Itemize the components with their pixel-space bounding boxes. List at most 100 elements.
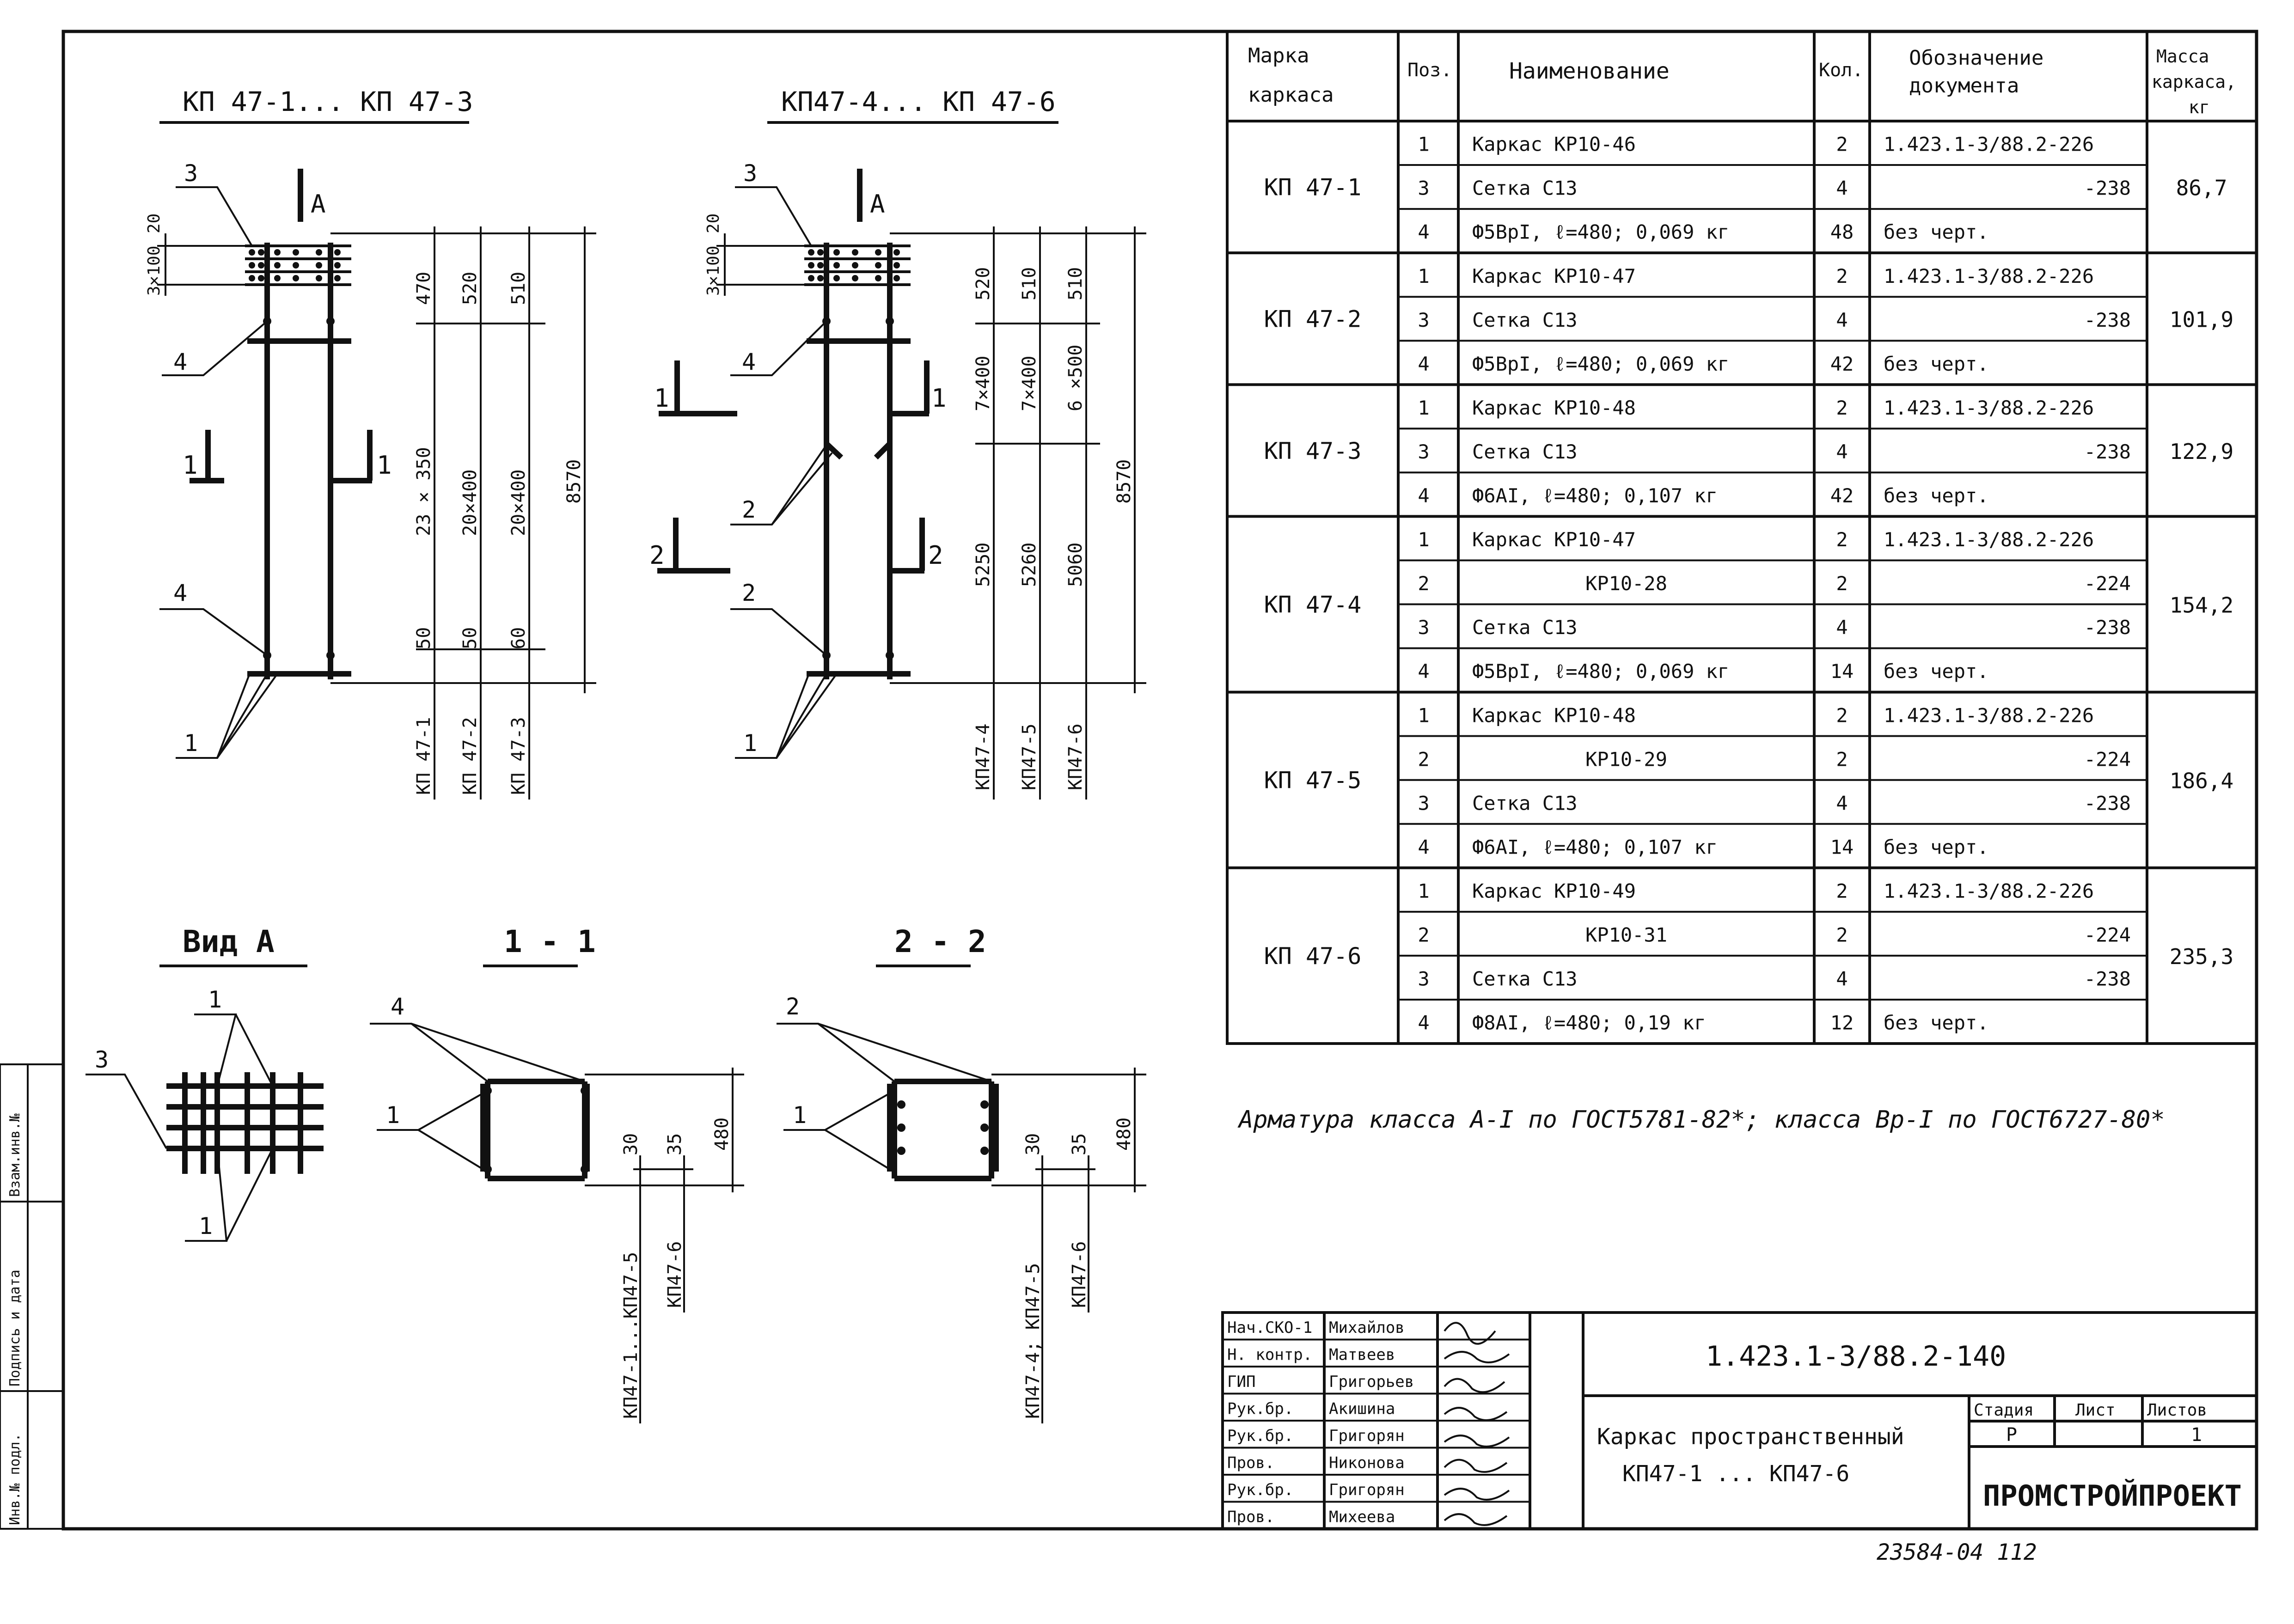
dim-a1-top: 470: [413, 272, 434, 305]
mark-kp47-2: КП 47-2: [459, 717, 481, 795]
spec-kol: 14: [1830, 836, 1854, 858]
spec-doc: без черт.: [1884, 353, 1989, 375]
mark-kp47-4: КП47-4: [973, 724, 994, 791]
stamp-name: Григорян: [1329, 1481, 1405, 1499]
side-stamp-inv: Инв.№ подл.: [7, 1433, 23, 1525]
spec-naim: Сетка С13: [1472, 968, 1578, 990]
spec-doc: -238: [2084, 968, 2131, 990]
dim-a1-mid: 23 × 350: [413, 447, 434, 536]
spec-kol: 4: [1836, 616, 1847, 639]
spec-poz: 3: [1418, 177, 1429, 200]
spec-kol: 2: [1836, 748, 1847, 770]
spec-doc: -238: [2084, 177, 2131, 200]
spec-poz: 1: [1418, 704, 1429, 727]
spec-poz: 3: [1418, 968, 1429, 990]
spec-poz: 2: [1418, 572, 1429, 595]
org-name: ПРОМСТРОЙПРОЕКТ: [1983, 1479, 2242, 1513]
sec2-dim-30: 30: [1022, 1133, 1044, 1155]
spec-doc: 1.423.1-3/88.2-226: [1884, 528, 2094, 551]
mark-kp47-1: КП 47-1: [413, 717, 434, 795]
spec-kol: 4: [1836, 177, 1847, 200]
spec-marka: КП 47-5: [1264, 767, 1362, 794]
elevation-kp47-4-6: КП47-4... КП 47-6 А 20 3×100 3 4 2: [649, 86, 1146, 800]
listov-value: 1: [2191, 1424, 2202, 1446]
spec-doc: -224: [2084, 923, 2131, 946]
spec-naim: Ф5ВрI, ℓ=480; 0,069 кг: [1472, 353, 1729, 375]
th-poz: Поз.: [1407, 60, 1452, 81]
cut-1-left: 1: [183, 451, 198, 480]
spec-marka: КП 47-2: [1264, 306, 1362, 333]
callout-1-b: 1: [743, 730, 757, 757]
dim-b1-top: 520: [973, 267, 994, 300]
doc-code: 1.423.1-3/88.2-140: [1706, 1340, 2006, 1373]
section-1-1: 1 - 1 4 1 30 35 480 КП47-1...КП47-5 КП47…: [370, 924, 744, 1423]
spec-naim: Ф6АI, ℓ=480; 0,107 кг: [1472, 836, 1718, 858]
spec-naim: Ф6АI, ℓ=480; 0,107 кг: [1472, 484, 1718, 507]
dim-a3-mid: 20×400: [508, 470, 529, 537]
spec-poz: 4: [1418, 660, 1429, 683]
spec-naim: Ф5ВрI, ℓ=480; 0,069 кг: [1472, 221, 1729, 244]
callout-1: 1: [184, 730, 198, 757]
stamp-name: Никонова: [1329, 1453, 1405, 1472]
spec-poz: 3: [1418, 792, 1429, 814]
sec1-dim-30: 30: [620, 1133, 642, 1155]
spec-kol: 14: [1830, 660, 1854, 683]
spec-doc: 1.423.1-3/88.2-226: [1884, 397, 2094, 419]
th-kol: Кол.: [1819, 60, 1863, 81]
spec-massa: 186,4: [2170, 769, 2233, 794]
sec2-dim-480: 480: [1113, 1117, 1135, 1151]
spec-kol: 48: [1830, 221, 1854, 244]
dim-a3-top: 510: [508, 272, 529, 305]
spec-doc: -238: [2084, 616, 2131, 639]
spec-poz: 2: [1418, 748, 1429, 770]
top-mesh-b: [804, 244, 911, 286]
spec-table: Марка каркаса Поз. Наименование Кол. Обо…: [1226, 30, 2258, 1045]
spec-doc: без черт.: [1884, 221, 1989, 244]
dim-a2-mid: 20×400: [459, 470, 481, 537]
spec-doc: без черт.: [1884, 1012, 1989, 1034]
spec-naim: Каркас КР10-47: [1472, 265, 1636, 287]
th-massa-3: кг: [2189, 97, 2210, 117]
dim-b3-bot: 5060: [1065, 543, 1086, 587]
spec-marka: КП 47-3: [1264, 438, 1362, 464]
sec1-mark-1: КП47-1...КП47-5: [620, 1252, 642, 1419]
spec-naim: Каркас КР10-48: [1472, 397, 1636, 419]
mark-kp47-5: КП47-5: [1019, 724, 1040, 791]
spec-naim: КР10-31: [1585, 923, 1667, 946]
spec-kol: 2: [1836, 572, 1847, 595]
view-a: Вид А 3 1 1: [86, 924, 324, 1242]
spec-kol: 2: [1836, 397, 1847, 419]
dim-b1-mid: 7×400: [973, 356, 994, 411]
section-1-1-title: 1 - 1: [504, 924, 596, 959]
th-naim: Наименование: [1509, 58, 1670, 84]
marker-a-b: А: [870, 189, 885, 219]
marker-a: А: [311, 189, 326, 219]
elevation-b-title: КП47-4... КП 47-6: [781, 86, 1056, 117]
stamp-name: Григорян: [1329, 1427, 1405, 1445]
spec-doc: без черт.: [1884, 484, 1989, 507]
spec-massa: 154,2: [2170, 593, 2233, 618]
dim-b2-top: 510: [1019, 267, 1040, 300]
spec-naim: Сетка С13: [1472, 309, 1578, 331]
spec-doc: 1.423.1-3/88.2-226: [1884, 265, 2094, 287]
spec-naim: Каркас КР10-46: [1472, 133, 1636, 156]
side-stamp-vzam: Взам.инв.№: [7, 1113, 23, 1197]
signatures: [1444, 1322, 1510, 1526]
cut-2-right-b: 2: [928, 541, 943, 570]
spec-naim: Сетка С13: [1472, 616, 1578, 639]
spec-naim: Ф5ВрI, ℓ=480; 0,069 кг: [1472, 660, 1729, 683]
spec-naim: Сетка С13: [1472, 177, 1578, 200]
spec-doc: -224: [2084, 572, 2131, 595]
dim-20: 20: [145, 214, 164, 233]
callout-4-bottom: 4: [173, 580, 187, 606]
spec-poz: 2: [1418, 923, 1429, 946]
spec-doc: без черт.: [1884, 660, 1989, 683]
dim-a1-bot: 50: [413, 627, 434, 649]
dim-20-b: 20: [704, 214, 723, 233]
spec-kol: 4: [1836, 968, 1847, 990]
reinforcement-note: Арматура класса А-I по ГОСТ5781-82*; кла…: [1237, 1106, 2165, 1134]
spec-doc: -238: [2084, 792, 2131, 814]
stadia-value: Р: [2006, 1424, 2017, 1446]
